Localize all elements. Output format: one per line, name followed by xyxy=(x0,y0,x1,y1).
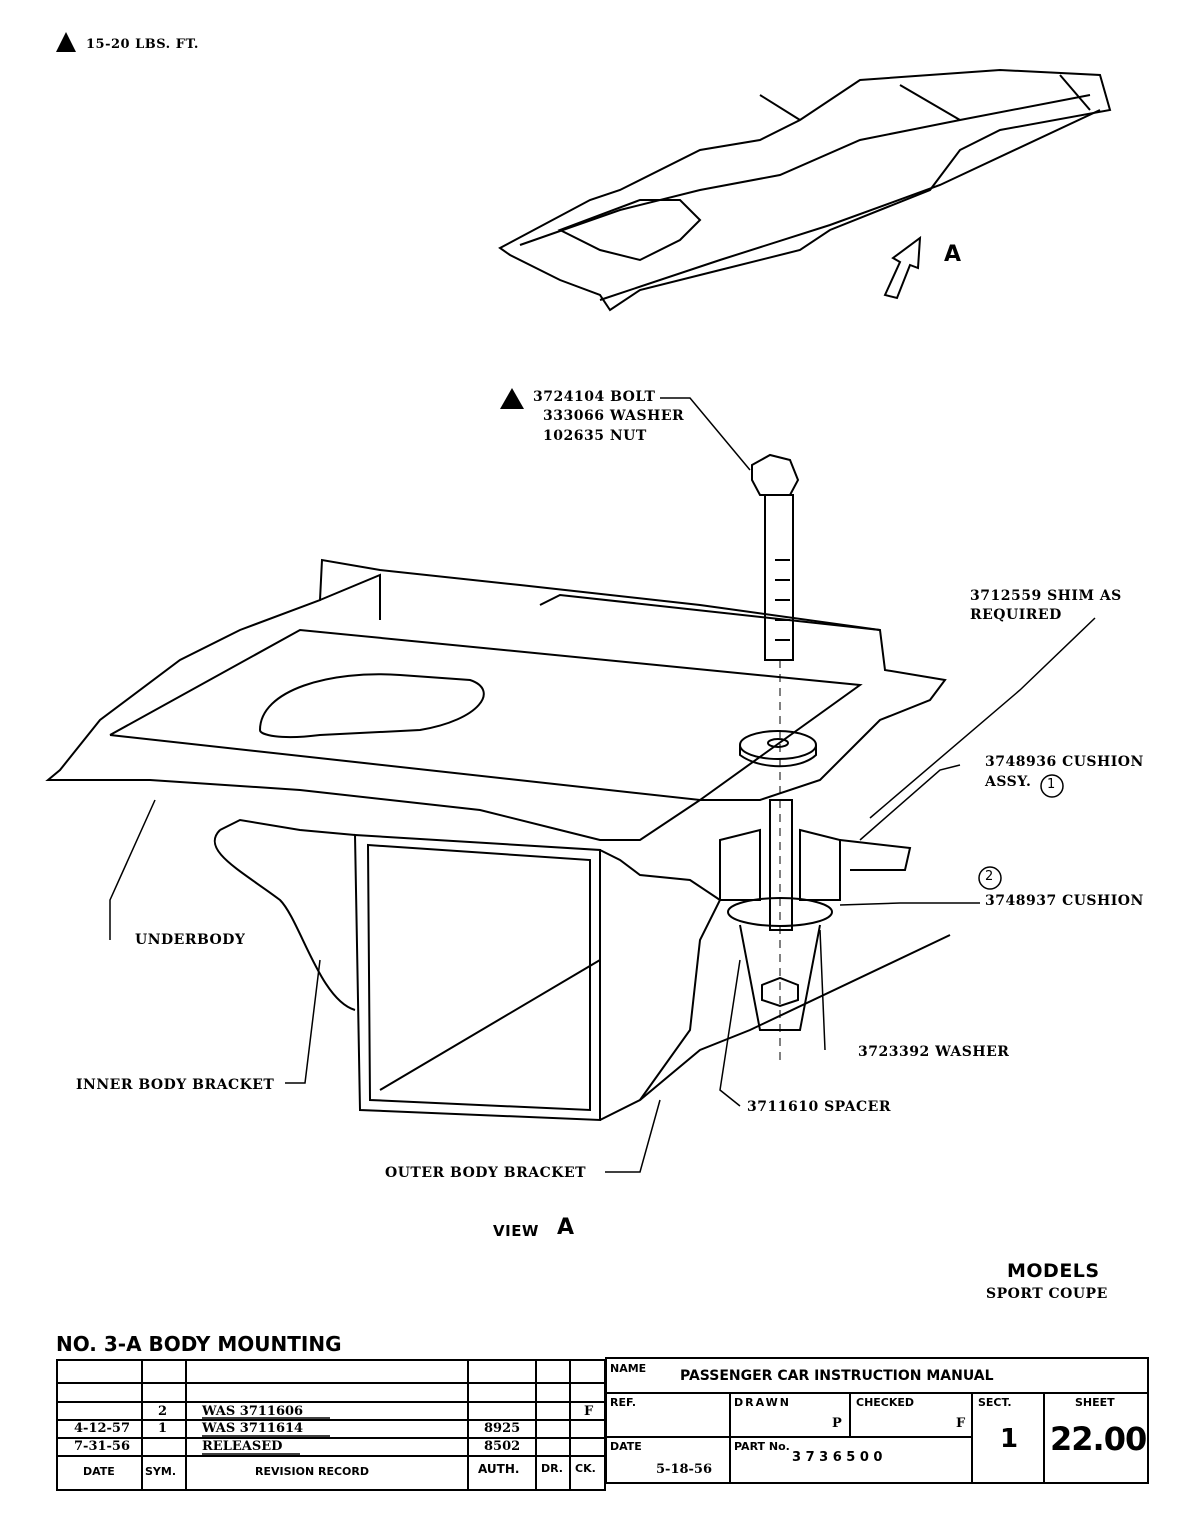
name-value: PASSENGER CAR INSTRUCTION MANUAL xyxy=(680,1368,994,1384)
sect-label: SECT. xyxy=(978,1396,1012,1409)
revision-record: RELEASED xyxy=(202,1439,283,1454)
frame-rail-drawing xyxy=(213,818,951,1122)
date-value: 5-18-56 xyxy=(656,1462,713,1477)
part-number-label: PART No. xyxy=(734,1440,790,1453)
view-marker-letter: A xyxy=(944,242,962,267)
checked-value: F xyxy=(956,1416,966,1431)
drawing-title: NO. 3-A BODY MOUNTING xyxy=(56,1332,342,1356)
callout-underbody: UNDERBODY xyxy=(135,932,246,948)
callout-number-2: 2 xyxy=(985,869,994,884)
callout-inner-bracket: INNER BODY BRACKET xyxy=(76,1077,275,1093)
revision-record: WAS 3711614 xyxy=(202,1421,304,1436)
revision-ck: F xyxy=(584,1404,594,1419)
revision-sym: 1 xyxy=(158,1421,168,1436)
ref-label: REF. xyxy=(610,1396,637,1409)
callout-shim-required: REQUIRED xyxy=(970,607,1062,623)
revision-record: WAS 3711606 xyxy=(202,1404,304,1419)
part-number-value: 3 7 3 6 5 0 0 xyxy=(792,1450,883,1465)
callout-nut: 102635 NUT xyxy=(543,428,647,444)
callout-washer-2: 3723392 WASHER xyxy=(858,1044,1010,1060)
checked-label: CHECKED xyxy=(856,1396,915,1409)
underbody-panel-drawing xyxy=(45,558,947,841)
callout-washer: 333066 WASHER xyxy=(543,408,685,424)
revision-auth: 8925 xyxy=(484,1421,521,1436)
callout-circle-1 xyxy=(1040,774,1064,798)
header-ck: CK. xyxy=(575,1462,596,1475)
sheet-value: 22.00 xyxy=(1050,1420,1147,1458)
revision-auth: 8502 xyxy=(484,1439,521,1454)
revision-sym: 2 xyxy=(158,1404,168,1419)
warning-triangle-icon xyxy=(500,388,524,409)
models-value: SPORT COUPE xyxy=(986,1286,1108,1302)
header-date: DATE xyxy=(83,1465,115,1478)
callout-shim: 3712559 SHIM AS xyxy=(970,588,1122,604)
view-direction-arrow-icon xyxy=(883,235,922,300)
name-label: NAME xyxy=(610,1362,647,1375)
date-label: DATE xyxy=(610,1440,642,1453)
leader-lines xyxy=(109,397,1096,1173)
view-label-word: VIEW xyxy=(493,1222,539,1240)
header-sym: SYM. xyxy=(145,1465,177,1478)
sheet-label: SHEET xyxy=(1075,1396,1115,1409)
header-auth: AUTH. xyxy=(478,1462,520,1476)
drawn-value: P xyxy=(832,1416,842,1431)
warning-triangle-icon xyxy=(56,32,76,52)
header-revision-record: REVISION RECORD xyxy=(255,1465,370,1478)
chassis-frame-drawing xyxy=(498,68,1112,312)
revision-date: 7-31-56 xyxy=(74,1439,131,1454)
callout-cushion-assy: 3748936 CUSHION xyxy=(985,754,1144,770)
torque-note: 15-20 LBS. FT. xyxy=(86,37,199,52)
callout-circle-2 xyxy=(978,866,1002,890)
sect-value: 1 xyxy=(1000,1424,1019,1454)
drawn-label: DRAWN xyxy=(734,1396,791,1409)
bolt-assembly-drawing xyxy=(719,453,912,1060)
callout-bolt: 3724104 BOLT xyxy=(533,389,656,405)
callout-spacer: 3711610 SPACER xyxy=(747,1099,891,1115)
callout-cushion-assy-label: ASSY. xyxy=(985,774,1032,790)
header-dr: DR. xyxy=(541,1462,563,1475)
callout-outer-bracket: OUTER BODY BRACKET xyxy=(385,1165,587,1181)
revision-date: 4-12-57 xyxy=(74,1421,131,1436)
models-heading: MODELS xyxy=(1007,1260,1100,1282)
callout-cushion: 3748937 CUSHION xyxy=(985,893,1144,909)
callout-number-1: 1 xyxy=(1047,777,1056,792)
view-label-letter: A xyxy=(557,1215,575,1240)
